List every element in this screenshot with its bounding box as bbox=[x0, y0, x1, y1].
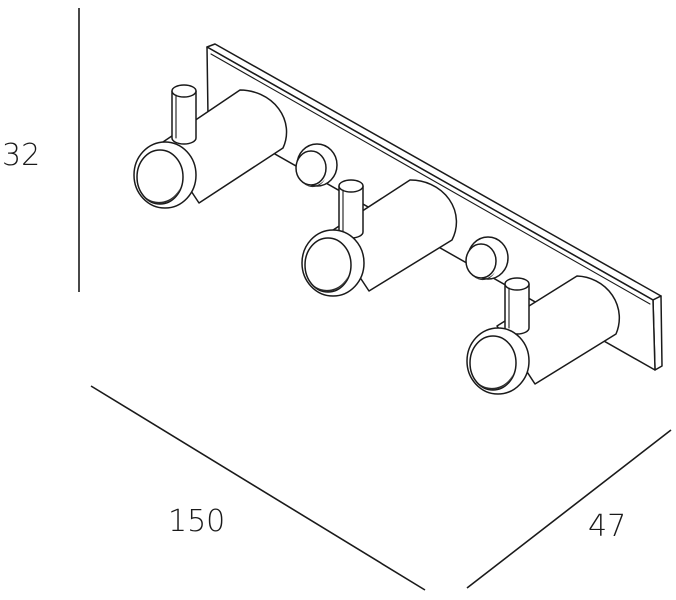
hook bbox=[466, 275, 621, 395]
knob bbox=[465, 236, 509, 281]
length-dimension-line bbox=[90, 385, 426, 591]
knob bbox=[295, 143, 338, 188]
hook bbox=[133, 84, 288, 209]
depth-dimension-line bbox=[466, 429, 672, 589]
hook bbox=[301, 179, 458, 297]
depth-dimension-label: 47 bbox=[588, 509, 626, 544]
height-dimension-label: 32 bbox=[2, 138, 40, 173]
length-dimension-label: 150 bbox=[168, 504, 225, 539]
